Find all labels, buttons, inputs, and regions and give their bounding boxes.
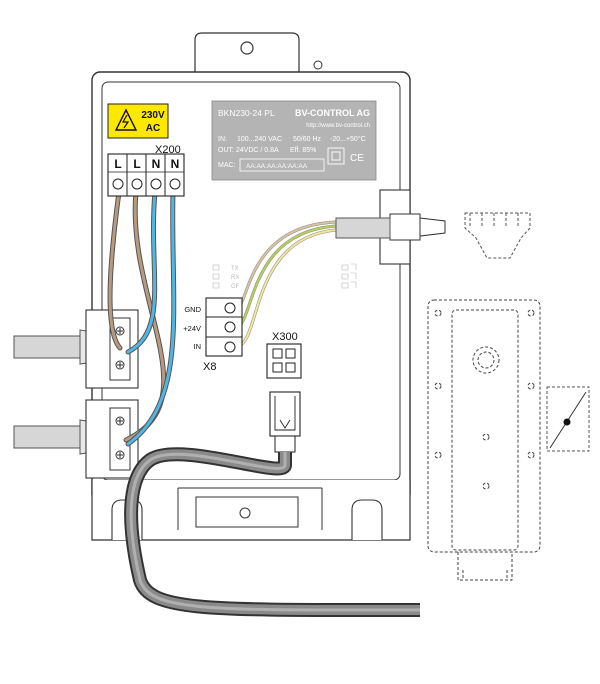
pin-in-label: IN: [194, 342, 202, 351]
input-label: IN:: [218, 136, 227, 143]
warning-triangle-icon: [114, 108, 138, 131]
label-plate: BKN230-24 PL BV-CONTROL AG http://www.bv…: [211, 100, 377, 181]
mounting-bracket-icon: [546, 386, 590, 452]
ce-mark-icon: CE: [350, 153, 364, 164]
pin-gnd-label: GND: [184, 305, 201, 314]
mains-wires: [107, 189, 177, 447]
connector-x300: X300: [266, 331, 302, 453]
terminal-l1: L: [114, 157, 121, 171]
x200-label: X200: [155, 144, 181, 156]
led-indicator-left: TX RX GF: [212, 264, 240, 290]
sensor-probe: [419, 212, 531, 259]
pin-24v-label: +24V: [183, 324, 201, 333]
terminal-n1: N: [152, 157, 161, 171]
connector-x8: GND +24V IN X8: [183, 297, 243, 373]
bus-cable: [124, 447, 421, 618]
brand-name: BV-CONTROL AG: [295, 108, 370, 118]
output-rating: OUT: 24VDC / 0.8A: [218, 147, 279, 154]
x8-label: X8: [203, 361, 216, 373]
x300-label: X300: [272, 331, 298, 343]
terminal-l2: L: [133, 157, 140, 171]
input-frequency: 50/60 Hz: [293, 136, 322, 143]
temperature-range: -20...+50°C: [330, 135, 366, 143]
mounting-hole-top: [240, 41, 254, 55]
input-voltage: 100...240 VAC: [237, 136, 282, 143]
warning-ac-text: AC: [146, 123, 160, 134]
cable-clamp-bottom: [85, 399, 139, 479]
terminal-n2: N: [171, 157, 180, 171]
efficiency: Eff. 85%: [290, 147, 316, 154]
led-indicator-right: [341, 263, 357, 289]
sensor-outline: [427, 299, 541, 581]
terminal-block-x200: X200 L L N N: [107, 144, 185, 197]
warning-voltage-text: 230V: [141, 110, 165, 121]
model-name: BKN230-24 PL: [218, 108, 275, 118]
mac-label: MAC:: [218, 162, 236, 169]
led-rx-label: RX: [231, 275, 239, 281]
brand-url: http://www.bv-control.ch: [306, 123, 370, 129]
mac-value: AA:AA:AA:AA:AA:AA: [246, 163, 308, 170]
high-voltage-warning-label: 230V AC: [107, 103, 169, 139]
led-gf-label: GF: [231, 284, 240, 290]
double-insulation-icon: [327, 147, 345, 165]
led-tx-label: TX: [231, 266, 239, 272]
